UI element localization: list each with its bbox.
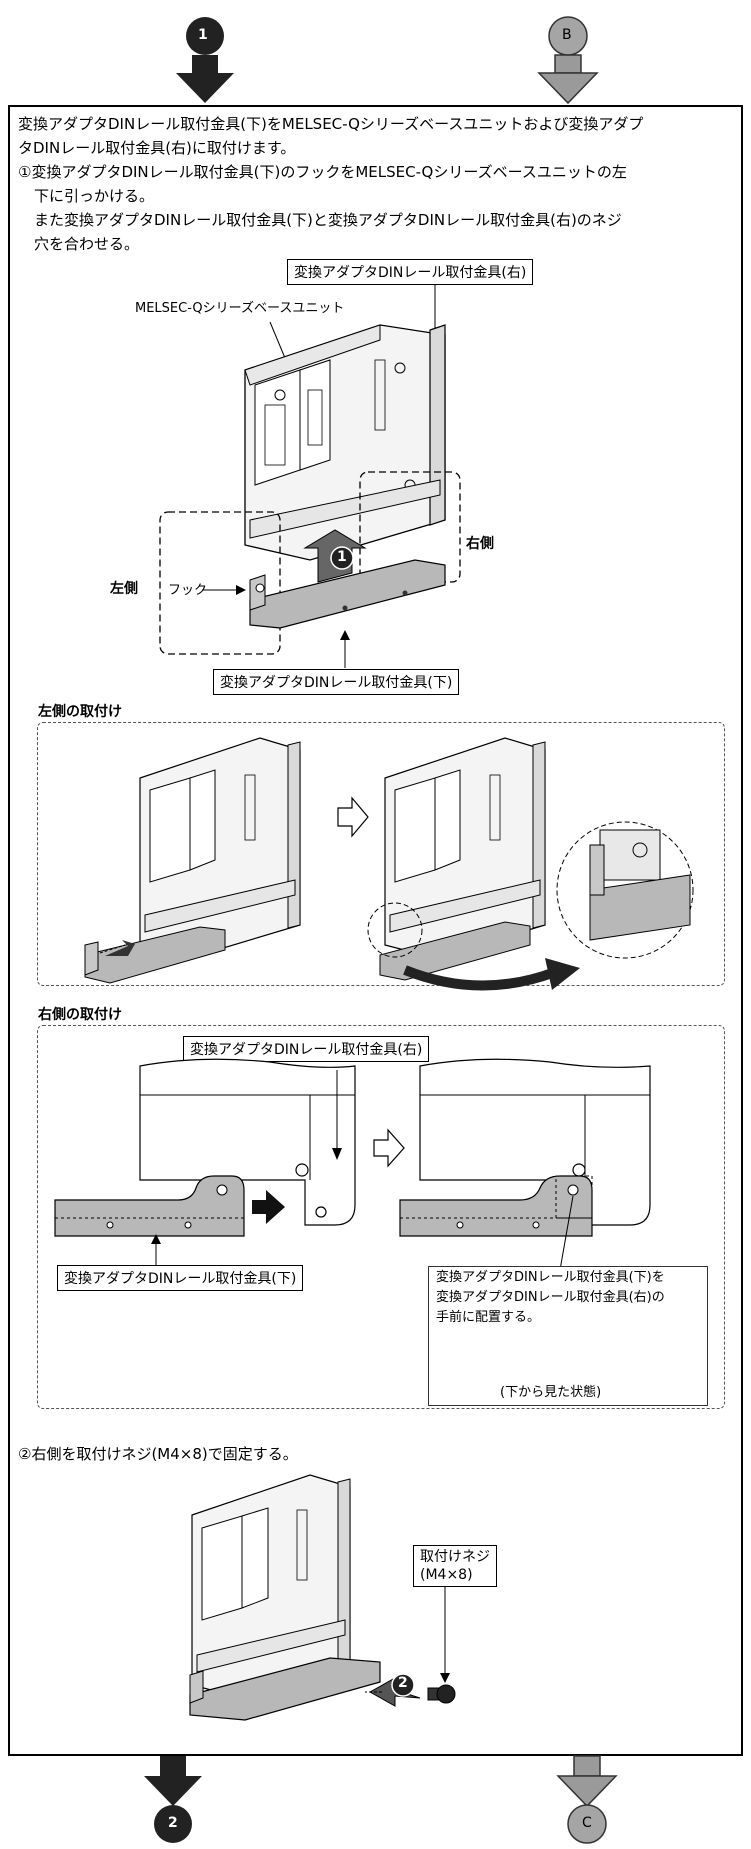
screw-label-line-1: 取付けネジ bbox=[420, 1549, 490, 1565]
note-line-3: 手前に配置する。 bbox=[436, 1310, 541, 1325]
left-install-panel bbox=[37, 722, 725, 986]
screw-label-box: 取付けネジ (M4×8) bbox=[413, 1545, 497, 1587]
right-install-panel bbox=[37, 1025, 725, 1409]
step1-line-2: 下に引っかける。 bbox=[34, 187, 155, 205]
screw-label-line-2: (M4×8) bbox=[420, 1567, 473, 1583]
fig1-bottom-bracket-label: 変換アダプタDINレール取付金具(下) bbox=[213, 669, 460, 695]
top-connectors bbox=[176, 16, 599, 105]
connector-2-arrow bbox=[144, 1756, 202, 1843]
fig1-step-marker: 1 bbox=[337, 549, 347, 565]
note-caption: (下から見た状態) bbox=[500, 1385, 602, 1400]
fig1-illustration bbox=[159, 284, 461, 668]
fig4-illustration bbox=[189, 1474, 456, 1721]
note-line-1: 変換アダプタDINレール取付金具(下)を bbox=[436, 1270, 665, 1285]
connector-c-label: C bbox=[582, 1815, 592, 1831]
right-install-title: 右側の取付け bbox=[38, 1007, 122, 1023]
fig4-step-marker: 2 bbox=[398, 1675, 408, 1691]
fig1-right-bracket-label: 変換アダプタDINレール取付金具(右) bbox=[287, 259, 534, 285]
fig1-right-side-label: 右側 bbox=[466, 536, 494, 552]
right-install-right-bracket-label: 変換アダプタDINレール取付金具(右) bbox=[183, 1036, 430, 1062]
left-install-illustration bbox=[84, 737, 694, 991]
right-install-note-box bbox=[428, 1266, 708, 1406]
fig1-base-unit-label: MELSEC-Qシリーズベースユニット bbox=[135, 301, 345, 316]
instruction-line-1: 変換アダプタDINレール取付金具(下)をMELSEC-Qシリーズベースユニットお… bbox=[18, 115, 644, 133]
fig1-hook-label: フック bbox=[168, 583, 208, 598]
right-install-bottom-bracket-label: 変換アダプタDINレール取付金具(下) bbox=[57, 1265, 304, 1291]
connector-1-arrow bbox=[176, 17, 234, 103]
connector-b-label: B bbox=[562, 27, 572, 43]
bottom-connectors bbox=[144, 1755, 618, 1844]
step1-line-1: ①変換アダプタDINレール取付金具(下)のフックをMELSEC-Qシリーズベース… bbox=[18, 163, 627, 181]
connector-1-label: 1 bbox=[198, 27, 208, 43]
step1-line-4: 穴を合わせる。 bbox=[34, 235, 140, 253]
step2-text: ②右側を取付けネジ(M4×8)で固定する。 bbox=[18, 1445, 298, 1463]
left-install-title: 左側の取付け bbox=[38, 704, 122, 720]
connector-b-arrow bbox=[537, 16, 599, 105]
step1-line-3: また変換アダプタDINレール取付金具(下)と変換アダプタDINレール取付金具(右… bbox=[34, 211, 622, 229]
fig1-left-side-label: 左側 bbox=[110, 581, 138, 597]
instruction-line-2: タDINレール取付金具(右)に取付けます。 bbox=[18, 139, 296, 157]
note-line-2: 変換アダプタDINレール取付金具(右)の bbox=[436, 1290, 665, 1305]
connector-c-arrow bbox=[556, 1755, 618, 1844]
connector-2-label: 2 bbox=[168, 1815, 178, 1831]
